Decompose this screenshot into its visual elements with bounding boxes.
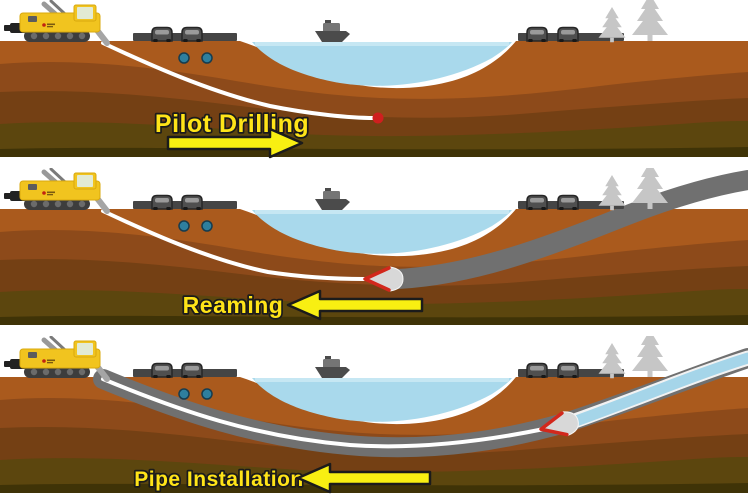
product-pipe — [556, 352, 748, 432]
arrow-right-icon — [166, 127, 304, 159]
drill-head-icon — [372, 112, 384, 124]
panel-pipe-installation: Pipe Installation — [0, 336, 748, 494]
pilot-drill-rod — [101, 41, 376, 120]
stage-label-pilot-drilling: Pilot Drilling — [155, 110, 309, 138]
stage-label-pipe-installation: Pipe Installation — [134, 468, 304, 491]
panel-pilot-drilling: Pilot Drilling — [0, 0, 748, 159]
pull-rod — [101, 377, 546, 449]
stage-label-reaming: Reaming — [183, 292, 284, 318]
reamed-borehole — [388, 170, 748, 289]
terrain-cross-section — [0, 41, 748, 157]
drill-rod — [101, 209, 366, 281]
arrow-left-icon — [296, 462, 432, 494]
panel-reaming: Reaming — [0, 168, 748, 325]
arrow-left-icon — [286, 289, 424, 321]
